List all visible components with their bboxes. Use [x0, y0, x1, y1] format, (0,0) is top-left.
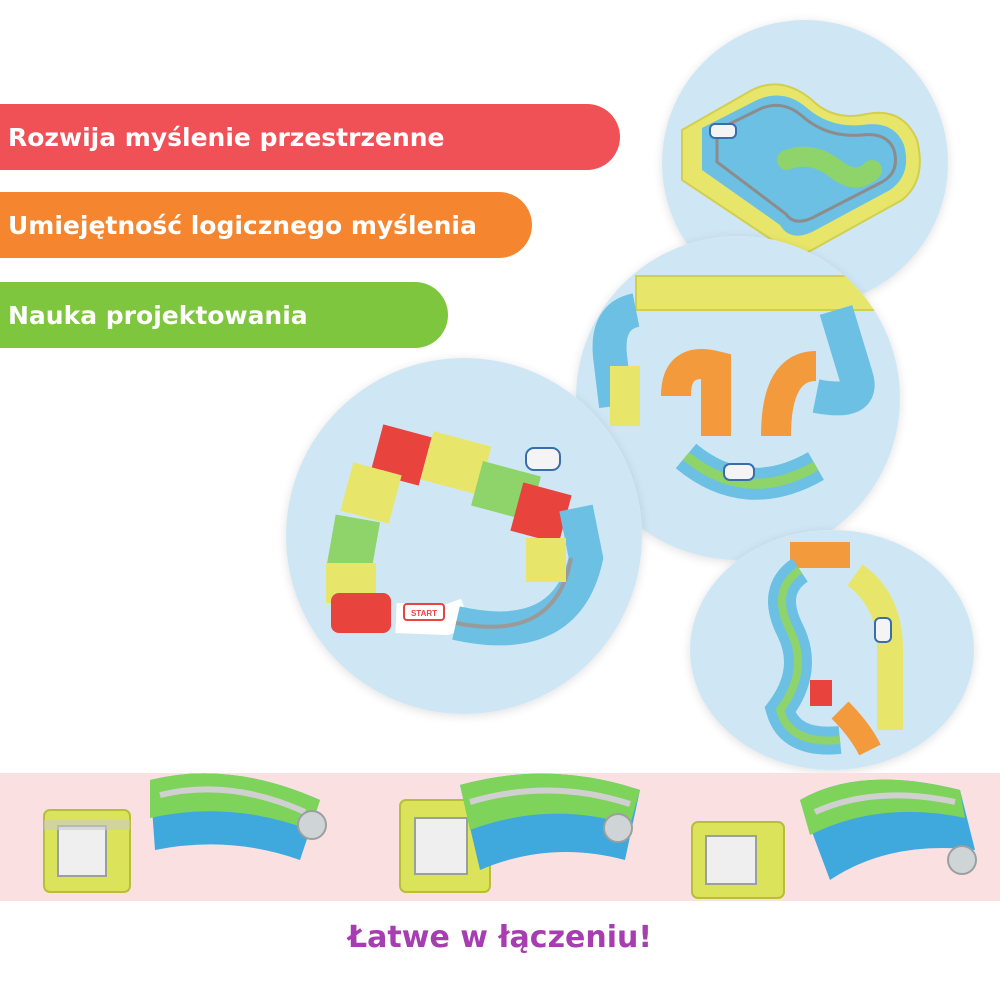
- toy-track-icon: [690, 530, 974, 770]
- cube-piece-icon: [43, 809, 131, 893]
- cube-piece-icon: [691, 821, 785, 899]
- feature-label: Rozwija myślenie przestrzenne: [8, 122, 445, 152]
- feature-banner-spatial: Rozwija myślenie przestrzenne: [0, 104, 620, 170]
- feature-label: Umiejętność logicznego myślenia: [8, 210, 477, 240]
- curve-piece-icon: [800, 779, 977, 880]
- start-sign: START: [411, 609, 437, 618]
- track-photo-3: START: [286, 358, 642, 714]
- track-photo-4: [690, 530, 974, 770]
- toy-track-icon: [576, 236, 900, 560]
- tagline: Łatwe w łączeniu!: [347, 920, 653, 955]
- feature-banner-logic: Umiejętność logicznego myślenia: [0, 192, 532, 258]
- toy-track-icon: [662, 20, 948, 306]
- connector-pieces-illustration: [43, 773, 977, 899]
- track-photo-1: [662, 20, 948, 306]
- curve-piece-icon: [150, 773, 327, 860]
- cube-curve-piece-icon: [399, 773, 640, 893]
- feature-label: Nauka projektowania: [8, 300, 308, 330]
- toy-track-icon: START: [286, 358, 642, 714]
- feature-banner-design: Nauka projektowania: [0, 282, 448, 348]
